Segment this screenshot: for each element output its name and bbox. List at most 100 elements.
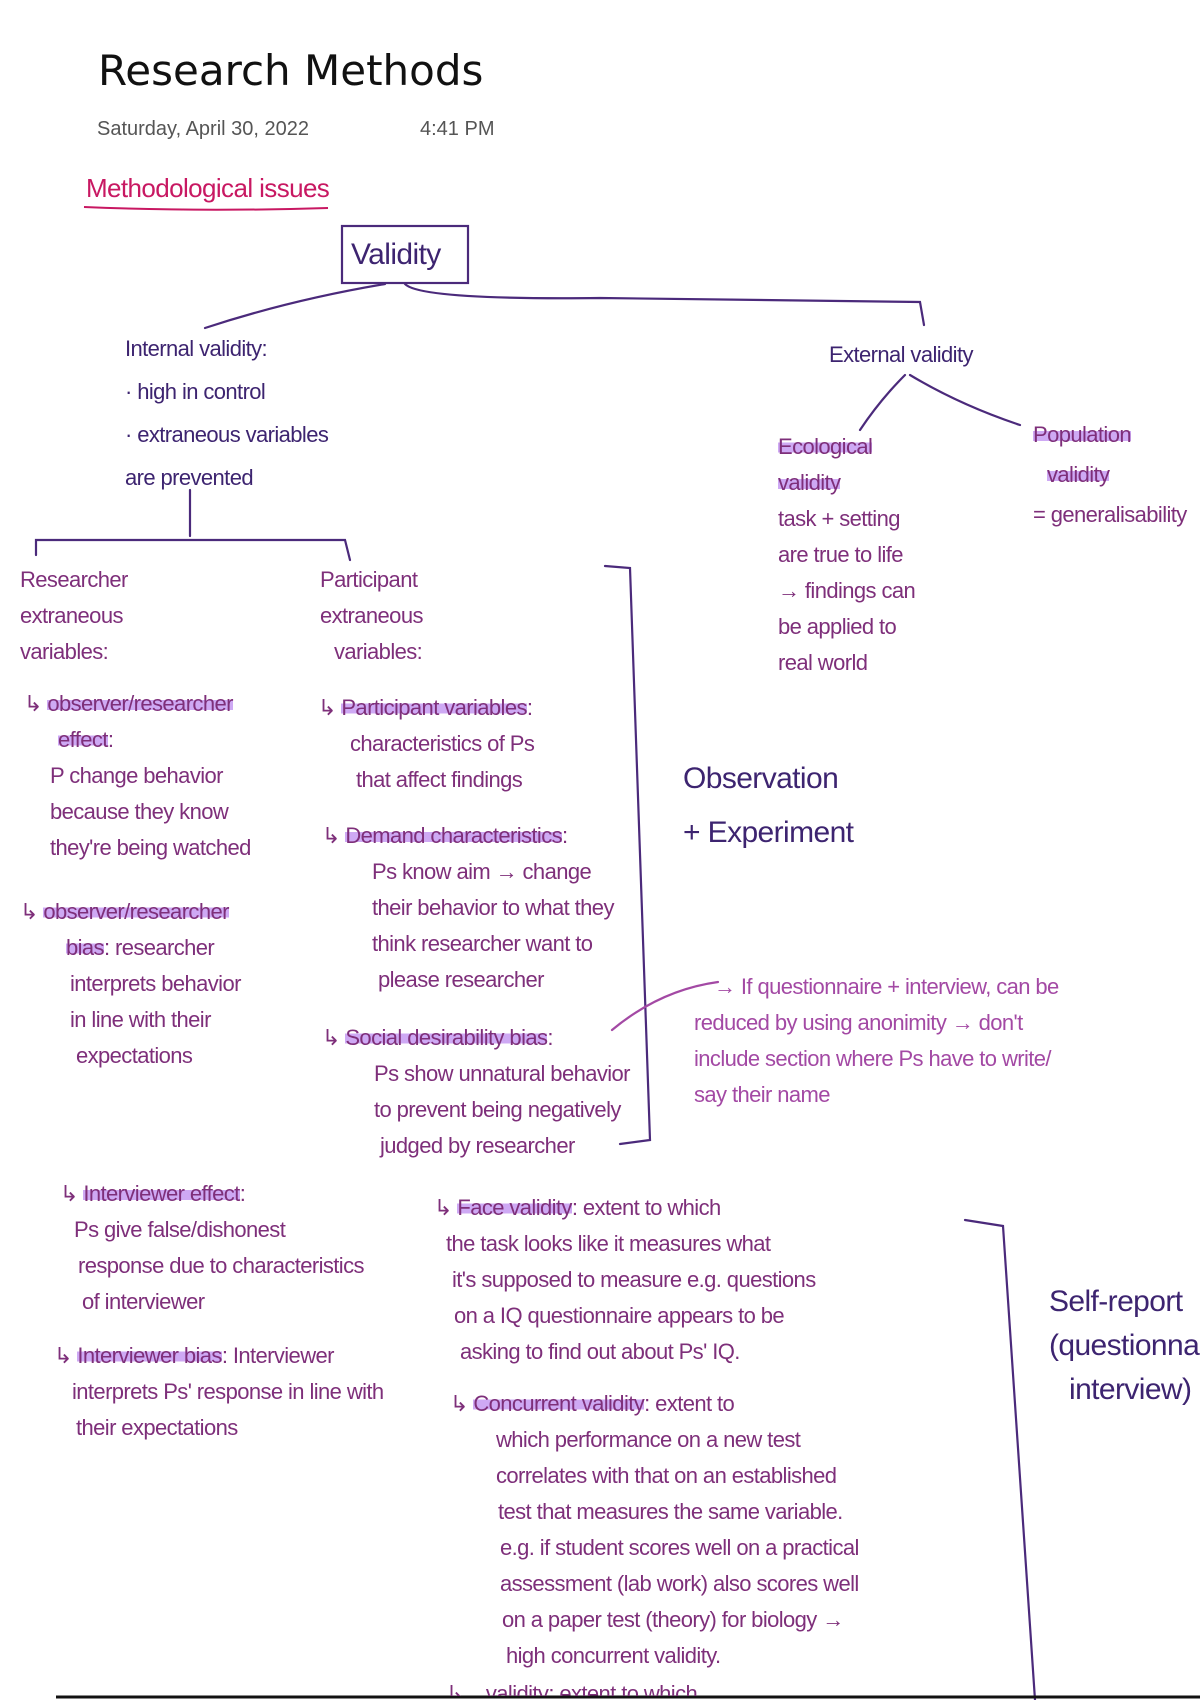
- line-to-population: [908, 373, 1022, 427]
- line: because they know: [50, 799, 229, 824]
- page-time: 4:41 PM: [420, 118, 495, 140]
- line: · high in control: [125, 379, 266, 404]
- demand-characteristics-block: ↳ Demand characteristics: Ps know aim → …: [322, 818, 614, 998]
- validity-label: Validity: [351, 238, 441, 271]
- term: bias: [66, 935, 105, 960]
- line: · extraneous variables: [125, 422, 329, 447]
- anon-arrow: [610, 980, 720, 1032]
- line: say their name: [694, 1082, 830, 1107]
- line: interprets behavior: [70, 971, 241, 996]
- line: = generalisability: [1033, 502, 1187, 527]
- heading-underline: [83, 206, 329, 211]
- line: variables:: [20, 639, 109, 664]
- term: observer/researcher: [47, 691, 233, 716]
- term: validity: [778, 470, 841, 495]
- line: e.g. if student scores well on a practic…: [500, 1535, 859, 1560]
- anonymity-note: → If questionnaire + interview, can be r…: [694, 968, 1059, 1112]
- term: Population: [1033, 422, 1132, 447]
- cutoff-text: ↳ ...validity: extent to which: [446, 1681, 698, 1696]
- text: : researcher: [103, 935, 215, 960]
- text: :: [547, 1025, 553, 1050]
- line: test that measures the same variable.: [498, 1499, 843, 1524]
- observer-effect-block: ↳ observer/researcher effect: P change b…: [24, 686, 251, 866]
- line: to prevent being negatively: [374, 1097, 621, 1122]
- line: Ps give false/dishonest: [74, 1217, 286, 1242]
- self-report-label: Self-report (questionnaire interview): [1049, 1280, 1200, 1412]
- line: interprets Ps' response in line with: [72, 1379, 384, 1404]
- line-to-internal: [203, 282, 387, 330]
- line: Ps know aim → change: [372, 859, 592, 884]
- observer-bias-block: ↳ observer/researcher bias: researcher i…: [20, 894, 241, 1074]
- term: Ecological: [778, 434, 873, 459]
- line: they're being watched: [50, 835, 251, 860]
- text: : extent to which: [571, 1195, 721, 1220]
- internal-split: [34, 488, 352, 562]
- term: validity: [1047, 462, 1110, 487]
- concurrent-validity-block: ↳ Concurrent validity: extent to which p…: [450, 1386, 859, 1674]
- line: assessment (lab work) also scores well: [500, 1571, 859, 1596]
- self-report-bracket: [963, 1218, 1037, 1700]
- text: :: [107, 727, 114, 752]
- line: extraneous: [320, 603, 423, 628]
- line: think researcher want to: [372, 931, 593, 956]
- line: high concurrent validity.: [506, 1643, 721, 1668]
- line: be applied to: [778, 614, 897, 639]
- line: expectations: [76, 1043, 193, 1068]
- face-validity-block: ↳ Face validity: extent to which the tas…: [434, 1190, 816, 1370]
- line: + Experiment: [683, 816, 854, 849]
- line: asking to find out about Ps' IQ.: [460, 1339, 740, 1364]
- term: Interviewer bias: [77, 1343, 222, 1368]
- line: (questionnaire: [1049, 1329, 1200, 1362]
- line: are prevented: [125, 465, 254, 490]
- line-to-ecological: [858, 373, 907, 432]
- line: P change behavior: [50, 763, 223, 788]
- term: Interviewer effect: [83, 1181, 240, 1206]
- term: Demand characteristics: [345, 823, 563, 848]
- line: their behavior to what they: [372, 895, 614, 920]
- researcher-variables-block: Researcher extraneous variables:: [20, 562, 128, 670]
- term: Concurrent validity: [473, 1391, 645, 1416]
- line: Ps show unnatural behavior: [374, 1061, 631, 1086]
- interviewer-bias-block: ↳ Interviewer bias: Interviewer interpre…: [54, 1338, 384, 1446]
- text: : Interviewer: [221, 1343, 335, 1368]
- line: Participant: [320, 567, 418, 592]
- external-validity-label: External validity: [829, 342, 973, 367]
- ecological-validity-block: Ecological validity task + setting are t…: [778, 428, 916, 680]
- interviewer-effect-block: ↳ Interviewer effect: Ps give false/dish…: [60, 1176, 364, 1320]
- line: in line with their: [70, 1007, 211, 1032]
- line: which performance on a new test: [496, 1427, 801, 1452]
- page-title: Research Methods: [98, 46, 484, 95]
- population-validity-block: Population validity = generalisability: [1033, 415, 1187, 535]
- line: are true to life: [778, 542, 904, 567]
- line: include section where Ps have to write/: [694, 1046, 1052, 1071]
- line: real world: [778, 650, 868, 675]
- term: Social desirability bias: [345, 1025, 548, 1050]
- line: extraneous: [20, 603, 123, 628]
- line: characteristics of Ps: [350, 731, 535, 756]
- participant-variables-block: Participant extraneous variables:: [320, 562, 423, 670]
- observation-bracket: [603, 564, 652, 1146]
- line: task + setting: [778, 506, 900, 531]
- text: :: [562, 823, 568, 848]
- line: judged by researcher: [380, 1133, 575, 1158]
- line: correlates with that on an established: [496, 1463, 837, 1488]
- line: on a IQ questionnaire appears to be: [454, 1303, 785, 1328]
- line: the task looks like it measures what: [446, 1231, 771, 1256]
- observation-experiment-label: Observation + Experiment: [683, 752, 854, 860]
- line: Self-report: [1049, 1285, 1183, 1318]
- text: :: [239, 1181, 246, 1206]
- line: Internal validity:: [125, 336, 268, 361]
- line: variables:: [334, 639, 423, 664]
- term: Face validity: [457, 1195, 572, 1220]
- section-heading: Methodological issues: [86, 173, 330, 203]
- page-date: Saturday, April 30, 2022: [97, 118, 309, 140]
- internal-validity-block: Internal validity: · high in control · e…: [125, 327, 329, 499]
- term: observer/researcher: [43, 899, 229, 924]
- term: effect: [58, 727, 108, 752]
- line-to-external: [403, 282, 926, 327]
- line: that affect findings: [356, 767, 523, 792]
- line: Researcher: [20, 567, 128, 592]
- term: Participant variables: [341, 695, 527, 720]
- line: on a paper test (theory) for biology →: [502, 1607, 844, 1632]
